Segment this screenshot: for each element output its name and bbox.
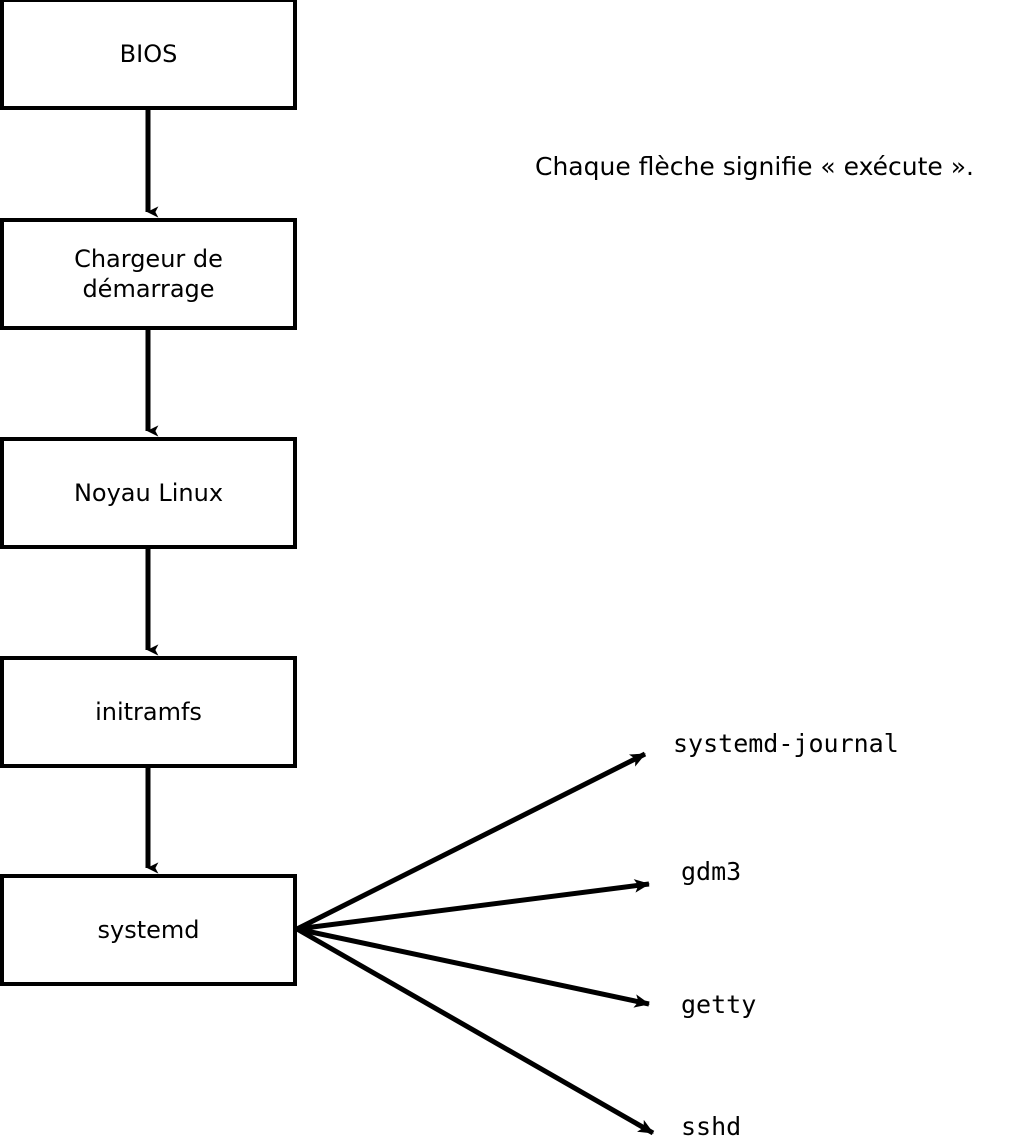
node-kernel: Noyau Linux [0, 437, 297, 549]
node-bootloader-label: Chargeur de démarrage [74, 245, 223, 303]
branch-label-systemd-journal: systemd-journal [673, 729, 899, 758]
arrow-meaning-note: Chaque flèche signifie « exécute ». [535, 152, 974, 181]
node-bios: BIOS [0, 0, 297, 110]
branch-label-getty: getty [681, 990, 757, 1019]
branch-arrow-sshd [295, 926, 655, 1136]
branch-label-sshd: sshd [681, 1112, 742, 1141]
branch-label-gdm3: gdm3 [681, 857, 742, 886]
branch-arrow-systemd-journal [295, 751, 647, 932]
node-systemd-label: systemd [97, 916, 200, 944]
node-initramfs-label: initramfs [95, 698, 202, 726]
branch-arrow-gdm3 [296, 879, 650, 932]
node-systemd: systemd [0, 874, 297, 986]
branch-arrow-getty [296, 926, 650, 1008]
node-bootloader: Chargeur de démarrage [0, 218, 297, 330]
node-kernel-label: Noyau Linux [73, 479, 224, 507]
node-bios-label: BIOS [119, 40, 178, 68]
node-initramfs: initramfs [0, 656, 297, 768]
